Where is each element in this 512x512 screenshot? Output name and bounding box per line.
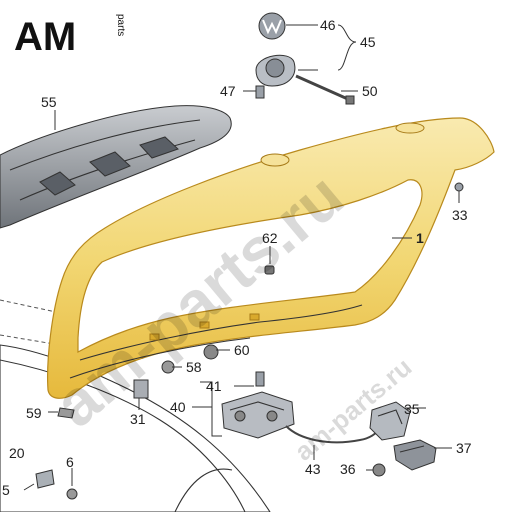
callout-43: 43 xyxy=(305,461,321,477)
callout-46: 46 xyxy=(320,17,336,33)
callout-6: 6 xyxy=(66,454,74,470)
callout-33: 33 xyxy=(452,207,468,223)
am-parts-logo: AM parts xyxy=(14,14,126,59)
logo-sub: parts xyxy=(115,14,126,36)
callout-45: 45 xyxy=(360,34,376,50)
lock-motor xyxy=(221,391,295,439)
callout-59: 59 xyxy=(26,405,42,421)
callout-35: 35 xyxy=(404,401,420,417)
callout-25: 5 xyxy=(2,482,10,498)
logo-mark: AM xyxy=(14,15,76,59)
callout-47: 47 xyxy=(220,83,236,99)
striker-37 xyxy=(393,439,437,471)
leader-lines xyxy=(23,24,460,491)
callout-55: 55 xyxy=(41,94,57,110)
emblem-assembly xyxy=(255,12,355,105)
callout-31: 31 xyxy=(130,411,146,427)
callout-36: 36 xyxy=(340,461,356,477)
callout-60: 60 xyxy=(234,342,250,358)
callout-37: 37 xyxy=(456,440,472,456)
callout-20: 20 xyxy=(9,445,25,461)
callout-58: 58 xyxy=(186,359,202,375)
rear-spoiler xyxy=(0,105,232,229)
callout-41: 41 xyxy=(206,378,222,394)
callout-40: 40 xyxy=(170,399,186,415)
tailgate-panel xyxy=(47,117,495,399)
lock-35 xyxy=(369,401,411,441)
callout-62: 62 xyxy=(262,230,278,246)
callouts: 46 45 47 50 55 33 1 62 60 58 41 40 31 59… xyxy=(2,17,472,498)
callout-50: 50 xyxy=(362,83,378,99)
fasteners xyxy=(35,182,464,500)
callout-1: 1 xyxy=(416,230,424,246)
